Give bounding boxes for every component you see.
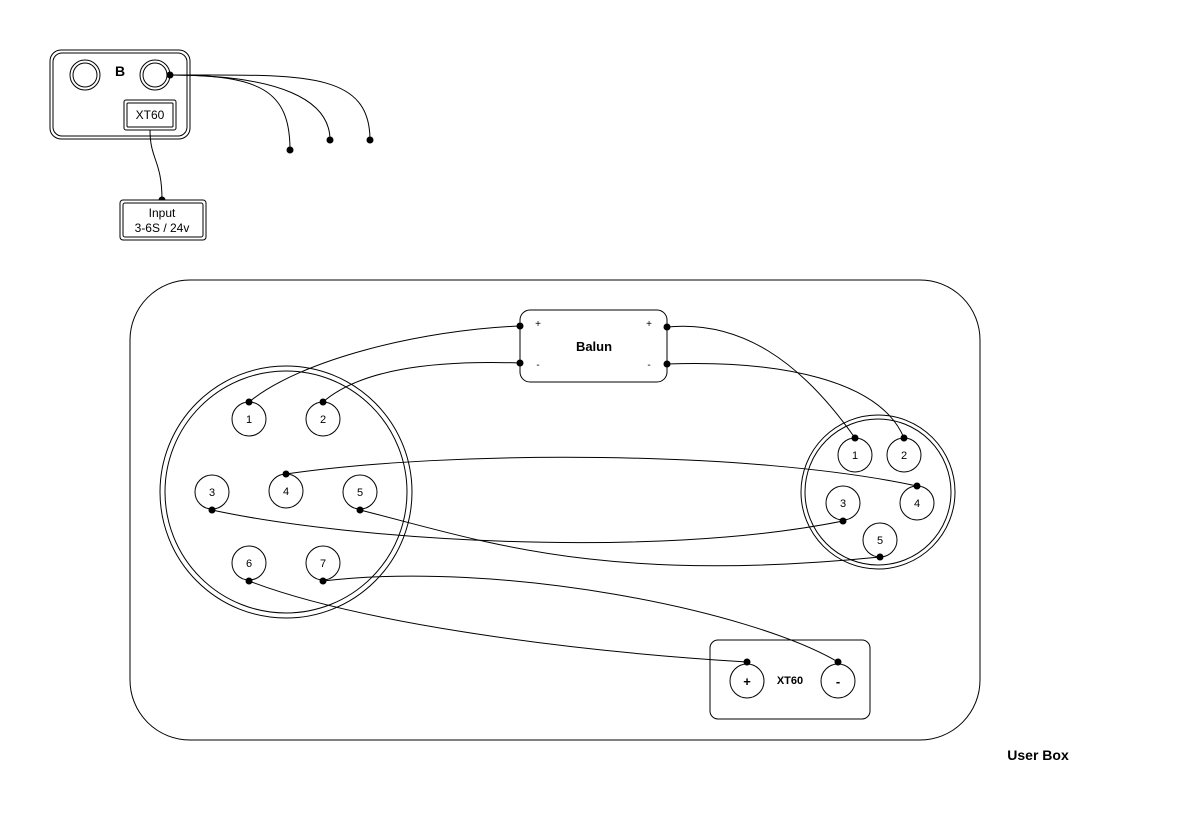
wire-left7-xt60-minus bbox=[322, 575, 839, 663]
left-pin-2: 2 bbox=[305, 401, 341, 437]
battery-output-wires bbox=[166, 71, 374, 154]
left-pin-1: 1 bbox=[231, 401, 267, 437]
right-pin-4-label: 4 bbox=[914, 498, 920, 510]
wire-left6-xt60-plus bbox=[248, 580, 748, 663]
left-port-icon bbox=[69, 59, 101, 91]
right-pin-4: 4 bbox=[899, 485, 935, 521]
input-spec: 3-6S / 24v bbox=[135, 221, 190, 235]
balun-left-minus: - bbox=[536, 360, 539, 371]
wire-left5-right5 bbox=[359, 509, 881, 567]
wire-left2-balun-minus bbox=[322, 362, 521, 403]
left-pin-6: 6 bbox=[231, 545, 267, 581]
input-wire bbox=[149, 129, 163, 201]
left-pin-4: 4 bbox=[268, 473, 304, 509]
right-pin-1: 1 bbox=[837, 437, 873, 473]
left-pin-5-label: 5 bbox=[357, 487, 363, 499]
xt60-plus-label: + bbox=[743, 674, 751, 689]
battery-xt60-connector: XT60 bbox=[123, 99, 177, 131]
balun-right-minus: - bbox=[647, 360, 650, 371]
right-pin-3-label: 3 bbox=[840, 498, 846, 510]
balun: Balun + - + - bbox=[519, 309, 668, 383]
right-port-icon bbox=[139, 59, 171, 91]
balun-left-plus: + bbox=[535, 319, 541, 330]
wire-left1-balun-plus bbox=[248, 325, 521, 403]
xt60-label: XT60 bbox=[777, 675, 803, 687]
right-pin-1-label: 1 bbox=[852, 450, 858, 462]
left-pin-1-label: 1 bbox=[246, 414, 252, 426]
right-pin-2-label: 2 bbox=[901, 450, 907, 462]
xt60-plus-terminal: + bbox=[729, 663, 765, 699]
left-connector: 1 2 3 4 5 6 7 bbox=[159, 365, 413, 619]
wire-left4-right4 bbox=[285, 456, 918, 487]
user-xt60: + XT60 - bbox=[709, 639, 871, 720]
xt60-minus-label: - bbox=[836, 674, 840, 689]
left-pin-7-label: 7 bbox=[320, 558, 326, 570]
user-box-caption: User Box bbox=[1007, 747, 1069, 763]
right-pin-3: 3 bbox=[825, 485, 861, 521]
xt60-minus-terminal: - bbox=[820, 663, 856, 699]
right-pin-5: 5 bbox=[862, 522, 898, 558]
right-pin-2: 2 bbox=[886, 437, 922, 473]
wire-left3-right3 bbox=[211, 509, 844, 544]
wire-balun-plus-right1 bbox=[666, 325, 856, 439]
left-pin-7: 7 bbox=[305, 545, 341, 581]
left-pin-4-label: 4 bbox=[283, 486, 289, 498]
battery-box: B XT60 bbox=[49, 49, 191, 140]
right-connector: 1 2 3 4 5 bbox=[800, 414, 956, 570]
left-pin-3-label: 3 bbox=[209, 487, 215, 499]
terminal-dots bbox=[208, 322, 921, 666]
battery-label: B bbox=[115, 63, 125, 79]
left-pin-5: 5 bbox=[342, 474, 378, 510]
battery-xt60-label: XT60 bbox=[136, 108, 165, 122]
input-label: Input bbox=[149, 206, 176, 220]
wire-balun-minus-right2 bbox=[666, 363, 905, 439]
user-box-wires bbox=[211, 325, 918, 663]
right-pin-5-label: 5 bbox=[877, 535, 883, 547]
input-box: Input 3-6S / 24v bbox=[119, 199, 207, 241]
balun-right-plus: + bbox=[646, 319, 652, 330]
left-pin-2-label: 2 bbox=[320, 414, 326, 426]
left-pin-6-label: 6 bbox=[246, 558, 252, 570]
left-pin-3: 3 bbox=[194, 474, 230, 510]
balun-label: Balun bbox=[576, 339, 612, 354]
